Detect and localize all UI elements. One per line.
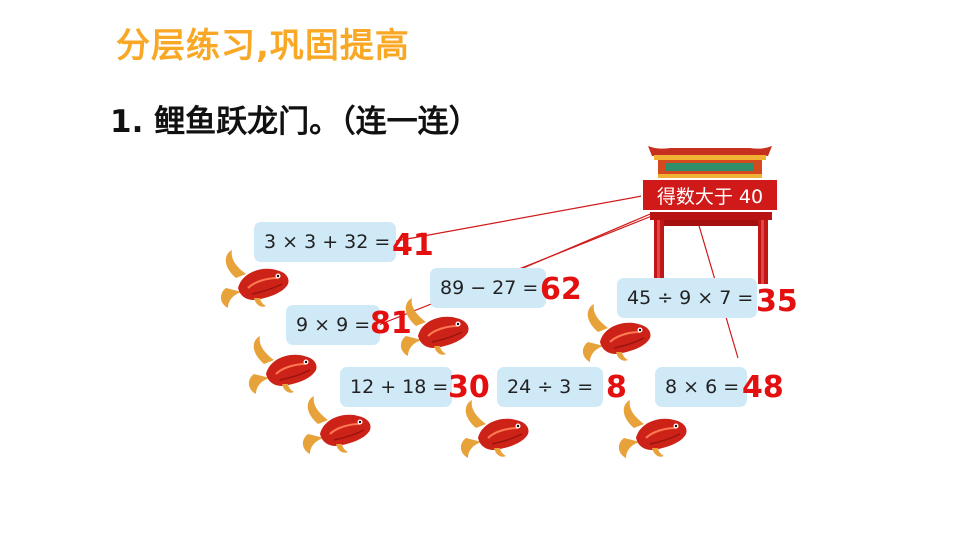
equation-answer: 8 (606, 370, 627, 405)
equation-answer: 35 (756, 284, 798, 319)
dragon-gate-icon (648, 146, 772, 284)
equation-answer: 81 (370, 306, 412, 341)
equation-answer: 30 (448, 370, 490, 405)
equation-box[interactable]: 9 × 9 = (286, 305, 380, 345)
page-title: 分层练习,巩固提高 (116, 26, 410, 66)
equation-answer: 41 (392, 228, 434, 263)
carp-fish-icon (617, 399, 688, 459)
equation-box[interactable]: 24 ÷ 3 = (497, 367, 603, 407)
equation-box[interactable]: 3 × 3 + 32 = (254, 222, 396, 262)
question-text: 1. 鲤鱼跃龙门。（连一连） (110, 104, 480, 140)
equation-box[interactable]: 12 + 18 = (340, 367, 452, 407)
equation-box[interactable]: 89 − 27 = (430, 268, 546, 308)
equation-box[interactable]: 8 × 6 = (655, 367, 747, 407)
gate-label: 得数大于 40 (641, 178, 779, 212)
equation-answer: 48 (742, 370, 784, 405)
equation-box[interactable]: 45 ÷ 9 × 7 = (617, 278, 757, 318)
equation-answer: 62 (540, 272, 582, 307)
